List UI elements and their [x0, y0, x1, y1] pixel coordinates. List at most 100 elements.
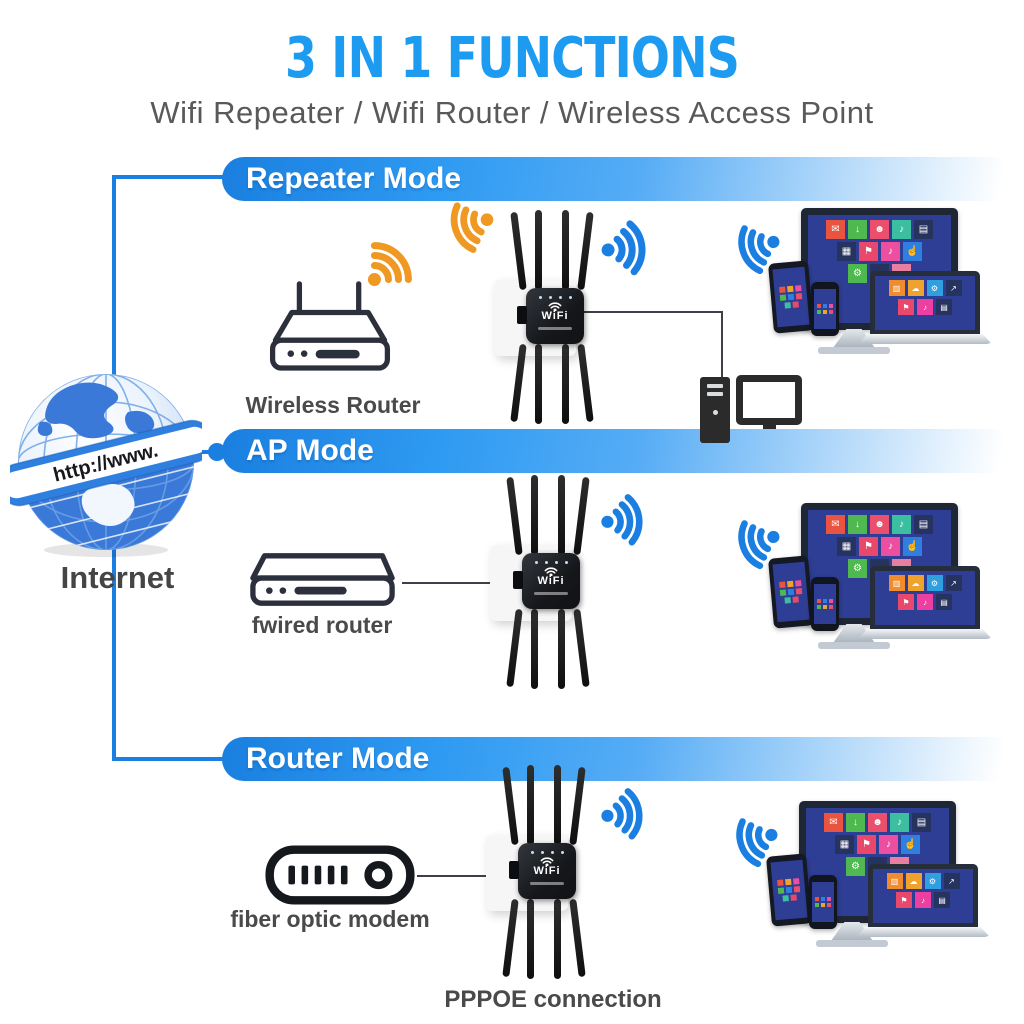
tablet-screen: [772, 561, 810, 623]
app-tile-icon: ☝: [901, 835, 920, 854]
wired-router-to-repeater-line: [402, 582, 524, 584]
laptop: ▥☁⚙↗⚑♪▤: [858, 271, 992, 351]
banner-ap-mode: AP Mode: [222, 429, 1024, 473]
app-tile-icon: ▥: [888, 280, 905, 296]
app-tile-icon: ☝: [903, 537, 922, 556]
app-tile-icon: ♪: [881, 537, 900, 556]
app-tile-icon: ↗: [943, 873, 960, 889]
app-tile-row: ✉↓☻♪▤: [811, 813, 944, 832]
app-pixel-tile: [793, 878, 800, 885]
app-pixel-tile: [787, 293, 795, 301]
app-tile-row: ▦⚑♪☝: [813, 242, 946, 261]
app-pixel-tile: [779, 581, 786, 588]
app-tile-icon: ⚑: [898, 299, 914, 315]
app-pixel-tile: [821, 897, 825, 901]
app-tile-icon: ✉: [826, 220, 845, 239]
laptop-base: [856, 927, 990, 937]
led-dot: [558, 296, 562, 299]
repeater-branch-line: [112, 175, 224, 179]
app-pixel-tile: [817, 605, 821, 609]
repeater-to-pc-line-drop: [721, 311, 723, 380]
status-leds: [534, 561, 568, 564]
app-tile-icon: ⚙: [924, 873, 941, 889]
app-pixel-tile: [790, 894, 797, 901]
smartphone: [811, 577, 839, 631]
app-pixel-tile: [817, 599, 821, 603]
tablet-screen: [770, 859, 808, 921]
repeater-brand-label: WiFi: [541, 310, 569, 322]
led-dot: [540, 851, 544, 854]
laptop-screen: ▥☁⚙↗⚑♪▤: [875, 571, 975, 625]
app-tile-icon: ♪: [917, 594, 933, 610]
app-tile-row: ⚑♪▤: [879, 594, 971, 610]
app-pixel-tile: [787, 285, 794, 293]
app-pixel-tile: [777, 879, 784, 886]
app-pixel-tile: [779, 294, 787, 301]
tablet-screen: [772, 266, 810, 328]
drive-slot: [707, 384, 723, 388]
router-branch-line: [112, 757, 224, 761]
app-tile-icon: ⚑: [898, 594, 914, 610]
wifi-logo: WiFi: [538, 302, 572, 330]
banner-repeater-mode: Repeater Mode: [222, 157, 1024, 201]
app-pixel-tile: [829, 605, 833, 609]
app-pixel-tile: [784, 302, 791, 309]
app-tile-icon: ▥: [886, 873, 903, 889]
antenna-icon: [558, 475, 565, 555]
app-tile-row: ▥☁⚙↗: [879, 280, 971, 296]
app-tile-icon: ♪: [915, 892, 931, 908]
led-dot: [554, 561, 558, 564]
led-dot: [550, 851, 554, 854]
banner-router-mode: Router Mode: [222, 737, 1024, 781]
led-dot: [538, 296, 542, 299]
fiber-modem-icon: [265, 845, 415, 905]
banner-router-mode-label: Router Mode: [246, 742, 430, 775]
app-tile-icon: ▤: [934, 892, 950, 908]
app-tile-icon: ☻: [868, 813, 887, 832]
phone-screen: [812, 882, 834, 922]
app-tile-icon: ⚙: [848, 559, 867, 578]
app-pixel-tile: [779, 286, 786, 293]
led-dot: [544, 561, 548, 564]
repeater-brand-label: WiFi: [533, 865, 561, 877]
app-tile-icon: ▤: [912, 813, 931, 832]
internet-globe-icon: http://www.: [10, 374, 202, 557]
tablet: [768, 260, 814, 334]
client-device-cluster: ✉↓☻♪▤▦⚑♪☝⚙▬○ ▥☁⚙↗⚑♪▤: [708, 498, 1000, 658]
app-tile-row: ▦⚑♪☝: [813, 537, 946, 556]
pppoe-caption: PPPOE connection: [444, 986, 662, 1013]
app-pixel-tile: [829, 304, 833, 308]
app-tile-icon: ⚑: [859, 537, 878, 556]
app-pixel-tile: [817, 310, 821, 314]
repeater-body: WiFi: [518, 843, 576, 899]
app-tile-icon: ▦: [837, 242, 856, 261]
app-tile-icon: ☝: [903, 242, 922, 261]
app-tile-icon: ♪: [890, 813, 909, 832]
wifi-signal-icon-blue: [595, 487, 660, 552]
app-tile-icon: ▤: [914, 515, 933, 534]
power-button: [712, 410, 718, 415]
app-tile-icon: ☁: [907, 575, 924, 591]
app-tile-icon: ✉: [826, 515, 845, 534]
app-tile-icon: ▦: [835, 835, 854, 854]
antenna-icon: [562, 344, 569, 424]
phone-screen: [814, 289, 836, 329]
laptop: ▥☁⚙↗⚑♪▤: [856, 864, 990, 944]
ethernet-port: [513, 571, 523, 589]
fine-print-bar: [534, 592, 568, 595]
antenna-icon: [535, 344, 542, 424]
fine-print-bar: [530, 882, 564, 885]
app-pixel-tile: [795, 580, 802, 587]
app-pixel-tile: [821, 903, 825, 907]
antenna-icon: [554, 899, 561, 979]
antenna-icon: [562, 210, 569, 290]
app-tile-icon: ⚙: [846, 857, 865, 876]
antenna-icon: [577, 343, 594, 423]
app-tile-row: ✉↓☻♪▤: [813, 220, 946, 239]
app-tile-row: ▥☁⚙↗: [877, 873, 969, 889]
monitor-stand-base: [818, 642, 890, 649]
app-tile-icon: ☁: [907, 280, 924, 296]
app-tile-icon: ⚙: [926, 575, 943, 591]
fine-print-bar: [538, 327, 572, 330]
